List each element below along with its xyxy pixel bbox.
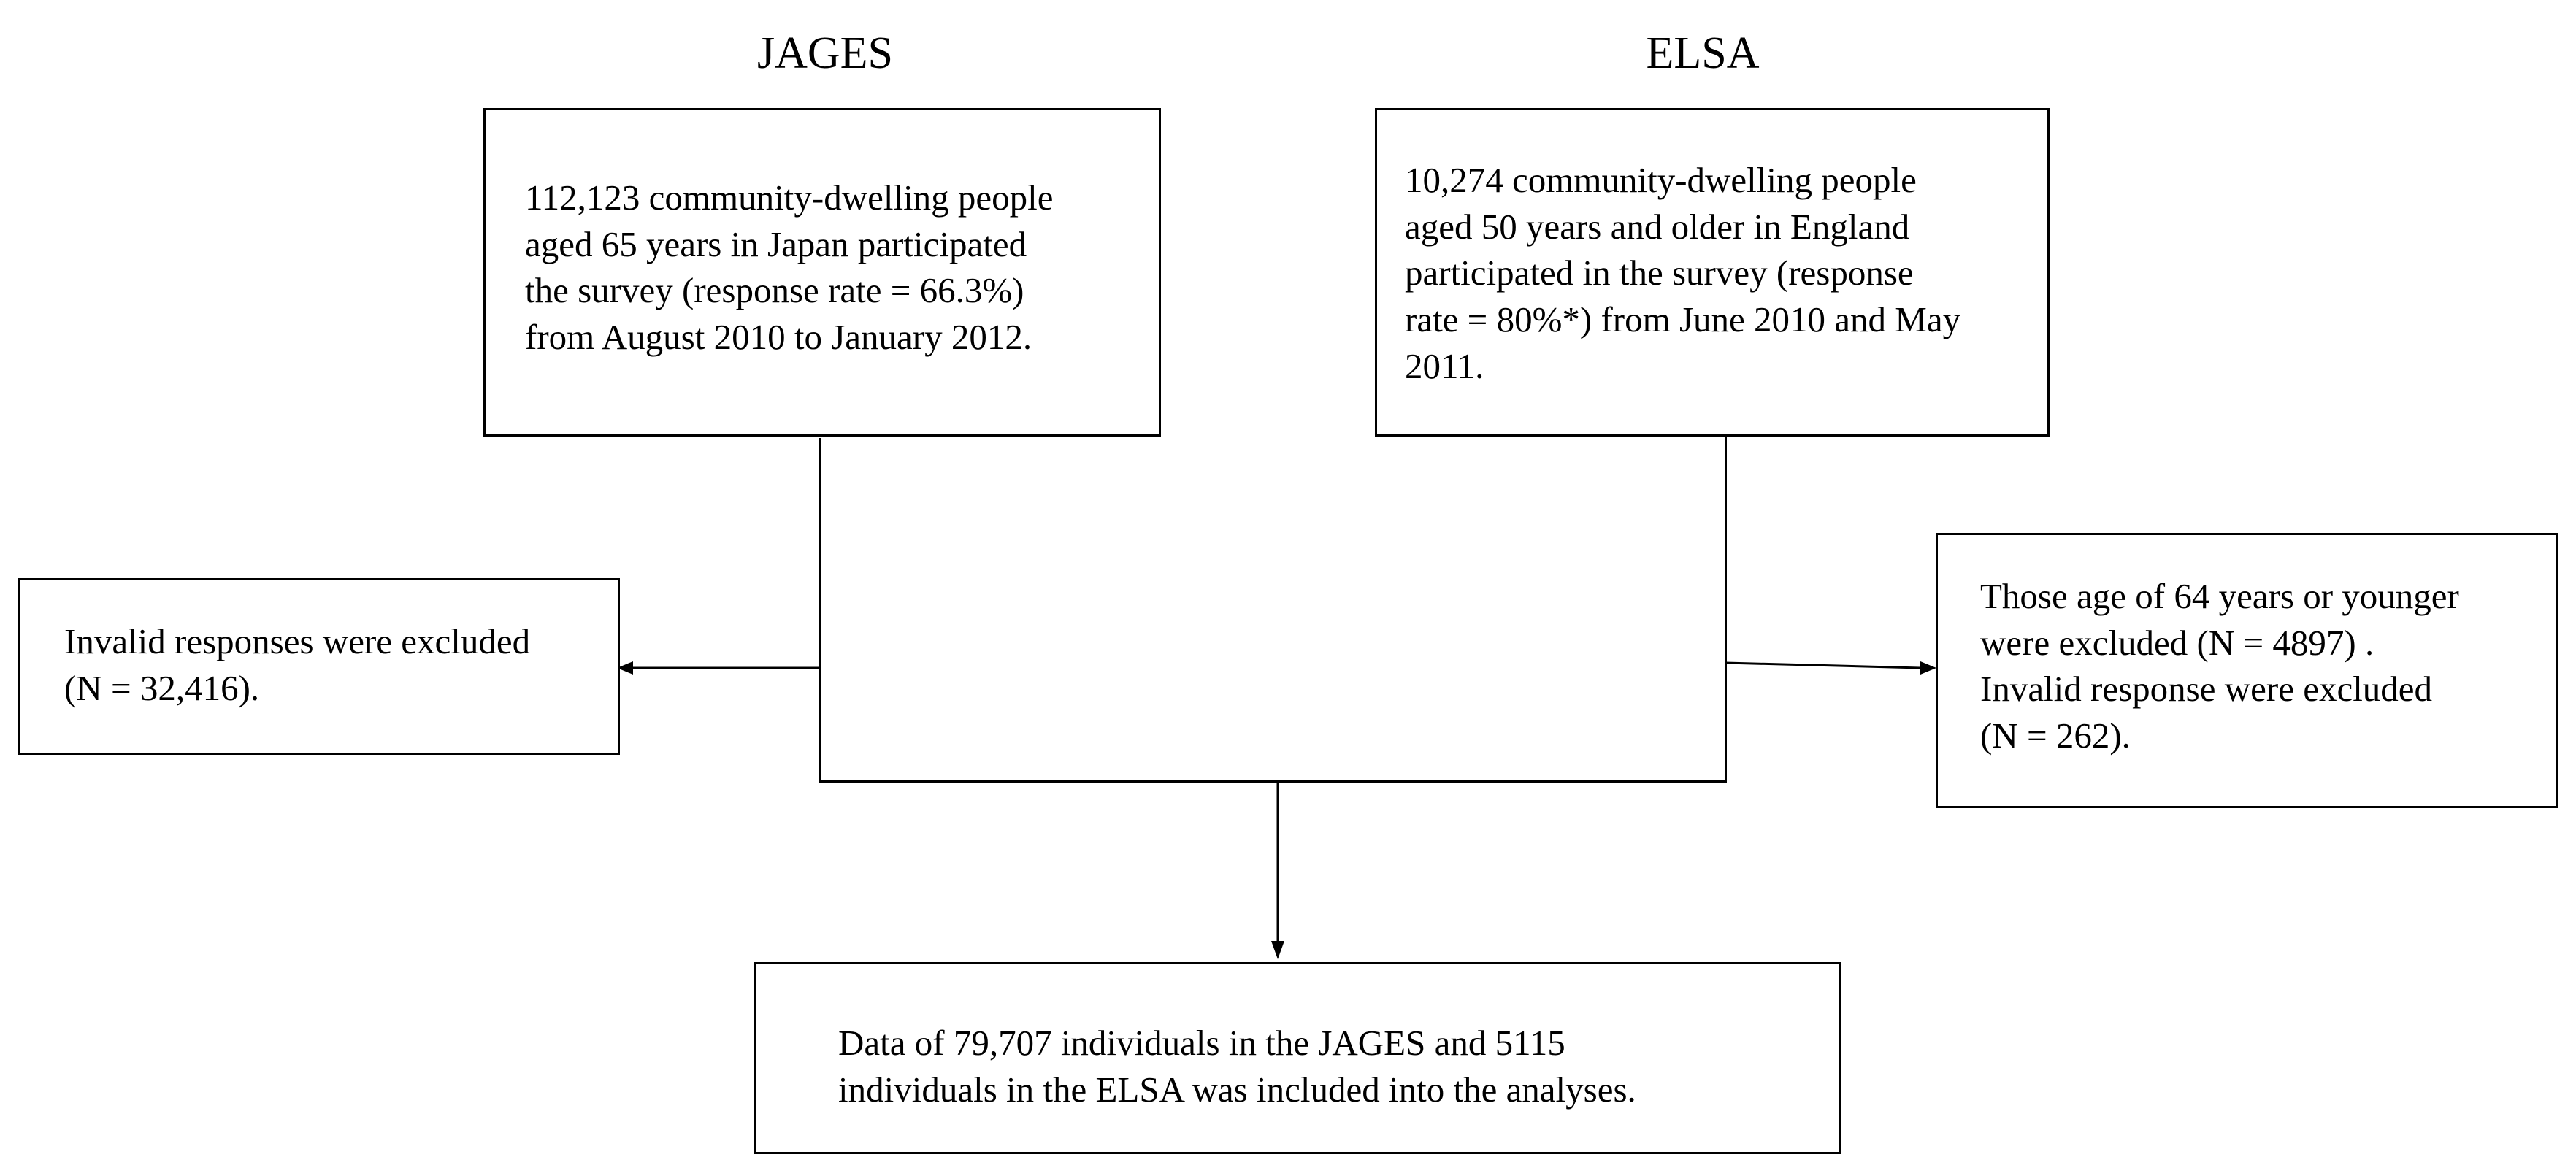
elsa-exclusion-line-4: (N = 262). [1980,715,2131,756]
elsa-exclusion-box: Those age of 64 years or younger were ex… [1936,533,2558,808]
jages-exclusion-arrow [617,661,821,675]
elsa-exclusion-arrow [1725,661,1936,675]
jages-source-line-3: the survey (response rate = 66.3%) [525,270,1024,311]
elsa-exclusion-line-2: were excluded (N = 4897) . [1980,622,2374,663]
jages-source-line-1: 112,123 community-dwelling people [525,177,1054,218]
jages-exclusion-line-2: (N = 32,416). [64,667,260,708]
jages-heading: JAGES [756,28,894,78]
merge-horizontal-connector [819,780,1727,783]
elsa-exclusion-line-1: Those age of 64 years or younger [1980,576,2459,616]
elsa-source-box: 10,274 community-dwelling people aged 50… [1375,108,2050,437]
jages-source-box: 112,123 community-dwelling people aged 6… [483,108,1161,437]
elsa-source-line-1: 10,274 community-dwelling people [1405,160,1917,200]
jages-exclusion-box: Invalid responses were excluded (N = 32,… [18,578,620,755]
elsa-exclusion-line-3: Invalid response were excluded [1980,669,2433,710]
elsa-source-line-4: rate = 80%*) from June 2010 and May [1405,299,1961,340]
elsa-vertical-connector [1725,434,1727,783]
final-inclusion-box: Data of 79,707 individuals in the JAGES … [754,962,1841,1154]
jages-vertical-connector [819,438,821,783]
final-inclusion-line-2: individuals in the ELSA was included int… [838,1069,1636,1110]
final-inclusion-line-1: Data of 79,707 individuals in the JAGES … [838,1023,1565,1063]
jages-source-line-4: from August 2010 to January 2012. [525,317,1032,358]
elsa-source-line-3: participated in the survey (response [1405,253,1914,293]
elsa-source-line-5: 2011. [1405,345,1484,386]
elsa-heading: ELSA [1646,28,1760,78]
elsa-source-line-2: aged 50 years and older in England [1405,206,1910,247]
jages-exclusion-line-1: Invalid responses were excluded [64,621,531,661]
jages-source-line-2: aged 65 years in Japan participated [525,223,1027,264]
down-arrow-to-final [1271,780,1284,959]
